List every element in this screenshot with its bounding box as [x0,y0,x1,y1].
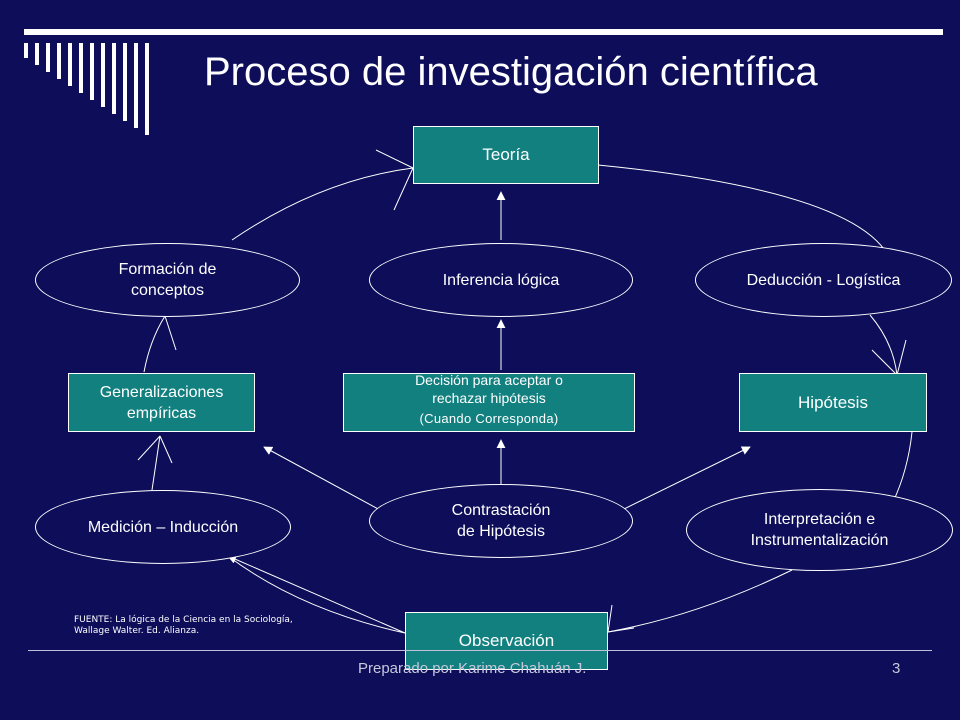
arrow-contrastacion-to-generalizaciones [263,446,381,511]
decorative-bar [145,43,149,135]
decorative-bar [46,43,50,72]
decorative-bar [101,43,105,107]
source-note-line2: Wallage Walter. Ed. Alianza. [74,626,200,636]
tick-generalizaciones-2 [159,435,173,464]
decorative-bar [35,43,39,65]
decorative-bar [134,43,138,128]
arc-teoria-to-deduccion [597,164,889,256]
source-note-line1: FUENTE: La lógica de la Ciencia en la So… [74,615,293,625]
arc-observacion-to-medicion [227,555,406,634]
node-generalizaciones-line1: Generalizaciones [99,383,224,401]
node-contrastacion: Contrastación de Hipótesis [369,484,633,558]
tick-hipotesis-2 [896,339,907,376]
tick-teoria-2 [393,167,414,211]
tick-teoria-1 [375,149,414,169]
bottom-rule [28,650,932,651]
decorative-bar [123,43,127,121]
node-generalizaciones-line2: empíricas [126,404,197,422]
node-contrastacion-line2: de Hipótesis [456,523,546,540]
decorative-bar [79,43,83,93]
node-decision-line2: rechazar hipótesis [432,390,546,406]
node-formacion-line1: Formación de [118,261,217,278]
node-deduccion-logistica: Deducción - Logística [695,243,952,317]
node-interpretacion-line2: Instrumentalización [750,532,889,549]
node-decision: Decisión para aceptar o rechazar hipótes… [343,372,635,432]
node-observacion: Observación [405,612,608,670]
arc-generalizaciones-to-formacion [143,315,166,373]
node-teoria: Teoría [413,126,599,184]
node-contrastacion-line1: Contrastación [451,502,551,519]
node-hipotesis: Hipótesis [739,373,927,432]
decorative-bar [24,43,28,58]
tick-observacion-1 [607,604,613,633]
arc-deduccion-to-hipotesis [869,314,898,376]
node-inferencia-logica: Inferencia lógica [369,243,633,317]
tick-hipotesis-1 [871,349,898,376]
node-teoria-label: Teoría [482,145,530,164]
decorative-bar [57,43,61,79]
arc-formacion-to-teoria [231,167,414,241]
node-hipotesis-label: Hipótesis [798,392,868,412]
arc-hipotesis-to-interpretacion [892,431,913,503]
slide-title: Proceso de investigación científica [204,50,818,94]
node-formacion-conceptos: Formación de conceptos [35,243,300,317]
node-interpretacion: Interpretación e Instrumentalización [686,489,953,571]
tick-formacion-2 [164,315,177,351]
top-rule [24,29,943,35]
node-generalizaciones-empiricas: Generalizaciones empíricas [68,373,255,432]
decorative-bar [68,43,72,86]
arrow-observacion-to-medicion [227,555,406,634]
arc-medicion-to-generalizaciones [151,435,161,491]
node-medicion-label: Medición – Inducción [87,518,239,536]
node-inferencia-label: Inferencia lógica [442,271,560,289]
decorative-bar [90,43,94,100]
node-deduccion-label: Deducción - Logística [746,271,901,289]
arrow-contrastacion-to-hipotesis [621,446,751,511]
node-medicion-induccion: Medición – Inducción [35,490,291,564]
node-formacion-line2: conceptos [131,282,204,299]
tick-observacion-2 [607,627,635,633]
node-decision-line1: Decisión para aceptar o [415,372,563,388]
tick-generalizaciones-1 [137,435,161,461]
node-observacion-label: Observación [458,631,555,650]
arc-interpretacion-to-observacion [607,569,793,633]
node-decision-note: (Cuando Corresponda) [419,411,559,426]
node-interpretacion-line1: Interpretación e [763,511,876,528]
slide-footer: Preparado por Karime Chahuán J. [358,660,587,677]
page-number: 3 [892,660,901,677]
source-note: FUENTE: La lógica de la Ciencia en la So… [74,615,374,637]
decorative-bar [112,43,116,114]
